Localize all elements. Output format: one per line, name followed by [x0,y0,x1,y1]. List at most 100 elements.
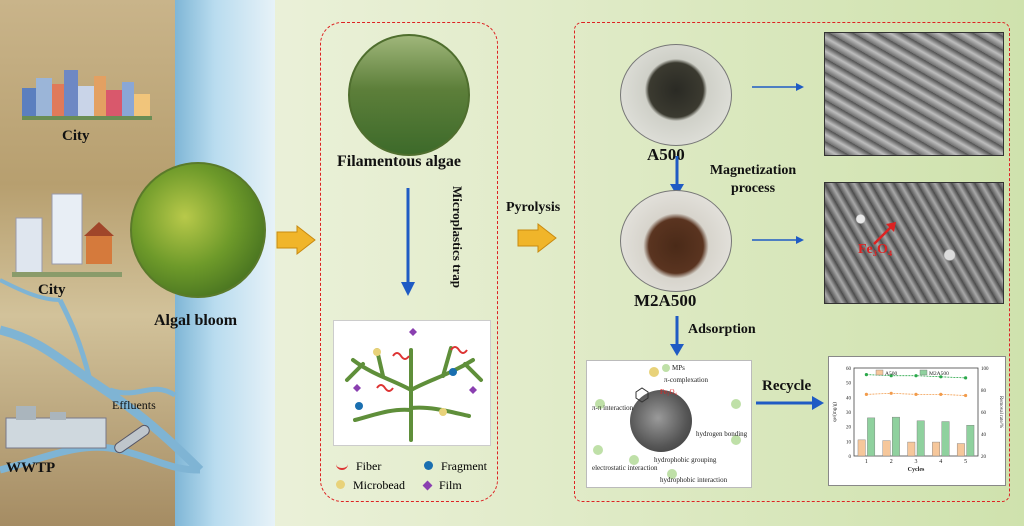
legend-label: Microbead [353,478,405,492]
sem-image-a500 [824,32,1004,156]
effluents-label: Effluents [112,398,156,412]
removal-point-m2a500 [889,374,893,378]
removal-point-m2a500 [914,374,918,378]
hydrophobic-interaction-label: hydrophobic interaction [660,476,728,484]
bar-a500 [857,439,866,457]
city-illustration-top [22,70,152,120]
legend-microbead: Microbead [336,476,405,494]
chart-legend-label: A500 [885,371,897,377]
a500-photo [620,44,732,146]
bar-a500 [932,441,941,457]
legend-fragment: Fragment [424,457,487,475]
removal-point-a500 [939,392,943,396]
arrow-to-sem-a500 [752,83,804,91]
y-tick-label: 60 [846,367,852,372]
chart-legend-label: M2A500 [929,371,949,377]
filamentous-algae-label: Filamentous algae [337,153,461,170]
x-tick-label: 4 [939,459,942,465]
wwtp-label: WWTP [6,460,56,476]
city-label-middle: City [38,282,66,298]
a500-label: A500 [647,145,685,164]
removal-point-a500 [864,392,868,396]
pyrolysis-arrow [517,222,557,254]
x-axis-label: Cycles [908,467,925,473]
legend-swatch-m2a500 [919,369,928,376]
y-tick-label: 20 [846,426,852,431]
legend-label: Fiber [356,459,382,473]
adsorption-label: Adsorption [688,322,756,337]
y-tick-label: 0 [849,455,852,460]
legend-label: Film [439,478,462,492]
pyrolysis-label: Pyrolysis [506,200,561,215]
pi-complexation-label: π-complexation [664,376,708,384]
y2-tick-label: 80 [981,389,987,394]
pi-pi-label: π-π interaction [592,404,634,412]
algae-panel [320,22,498,502]
y-tick-label: 40 [846,396,852,401]
bar-m2a500 [966,424,975,457]
y2-axis-label: Removal rate/% [998,396,1003,428]
removal-point-m2a500 [864,373,868,377]
y-tick-label: 30 [846,411,852,416]
legend-film: Film [422,476,462,494]
recycle-arrow [756,396,824,410]
recycle-label: Recycle [762,378,812,394]
trap-arrow [401,188,415,296]
x-tick-label: 5 [964,459,967,465]
mechanism-microplastic-dots [593,364,741,479]
y-tick-label: 50 [846,382,852,387]
x-tick-label: 2 [890,459,893,465]
magnetization-label: Magnetization process [709,163,797,196]
arrow-to-algae-panel [276,224,316,256]
legend-swatch-a500 [875,369,884,376]
electrostatic-label: electrostatic interaction [592,464,658,472]
algal-bloom-photo [130,162,266,298]
fe3o4-pointer [873,222,896,245]
removal-point-a500 [964,393,968,398]
m2a500-label: M2A500 [634,291,697,310]
fe3o4-mechanism-label: Fe₃O₄ [660,388,677,396]
adsorption-arrow [670,316,684,356]
bar-a500 [907,441,916,457]
bar-m2a500 [891,416,900,457]
y2-tick-label: 20 [981,455,987,460]
river-illustration [0,278,204,474]
city-label-top: City [62,128,90,144]
algae-branches-illustration [345,328,483,442]
legend-fiber: Fiber [336,457,381,475]
process-panel [574,22,1010,502]
y2-tick-label: 100 [981,367,989,372]
film-icon [422,480,433,491]
removal-point-m2a500 [964,376,968,380]
bar-m2a500 [941,421,950,457]
m2a500-photo [620,190,732,292]
removal-point-m2a500 [939,375,943,379]
y2-tick-label: 60 [981,411,987,416]
mps-label: MPs [672,364,685,372]
y-axis-label: qe/(mg/g) [833,402,838,422]
hydrogen-bonding-label: hydrogen bonding [696,430,748,438]
x-tick-label: 1 [865,459,868,465]
city-illustration-middle [12,193,122,277]
x-tick-label: 3 [915,459,918,465]
plot-frame [853,367,979,457]
arrow-to-sem-m2a500 [752,236,804,244]
y-tick-label: 10 [846,440,852,445]
microplastics-trap-label: Microplastics trap [450,186,465,288]
legend-label: Fragment [441,459,487,473]
bar-a500 [882,440,891,457]
wwtp-illustration [5,406,150,454]
hydrophobic-grouping-label: hydrophobic grouping [654,456,717,464]
fragment-icon [424,461,433,470]
removal-point-a500 [889,391,893,395]
microbead-icon [336,480,345,489]
fiber-icon [336,458,348,470]
y2-tick-label: 40 [981,433,987,438]
bar-a500 [956,443,965,457]
filamentous-algae-photo [348,34,470,156]
removal-point-a500 [914,392,918,396]
algal-bloom-label: Algal bloom [154,312,238,329]
fe3o4-sem-label: Fe₃O₄ [858,242,893,257]
bar-m2a500 [916,420,925,457]
